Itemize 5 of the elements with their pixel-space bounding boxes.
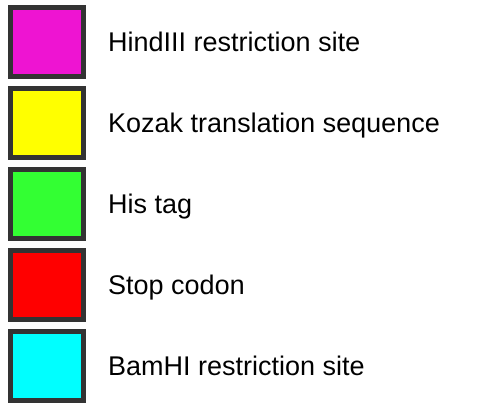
legend-label: HindIII restriction site bbox=[108, 26, 360, 58]
legend-label: BamHI restriction site bbox=[108, 350, 365, 382]
legend-label: Stop codon bbox=[108, 270, 245, 300]
legend-label: His tag bbox=[108, 188, 192, 220]
legend-label: Kozak translation sequence bbox=[108, 108, 440, 138]
